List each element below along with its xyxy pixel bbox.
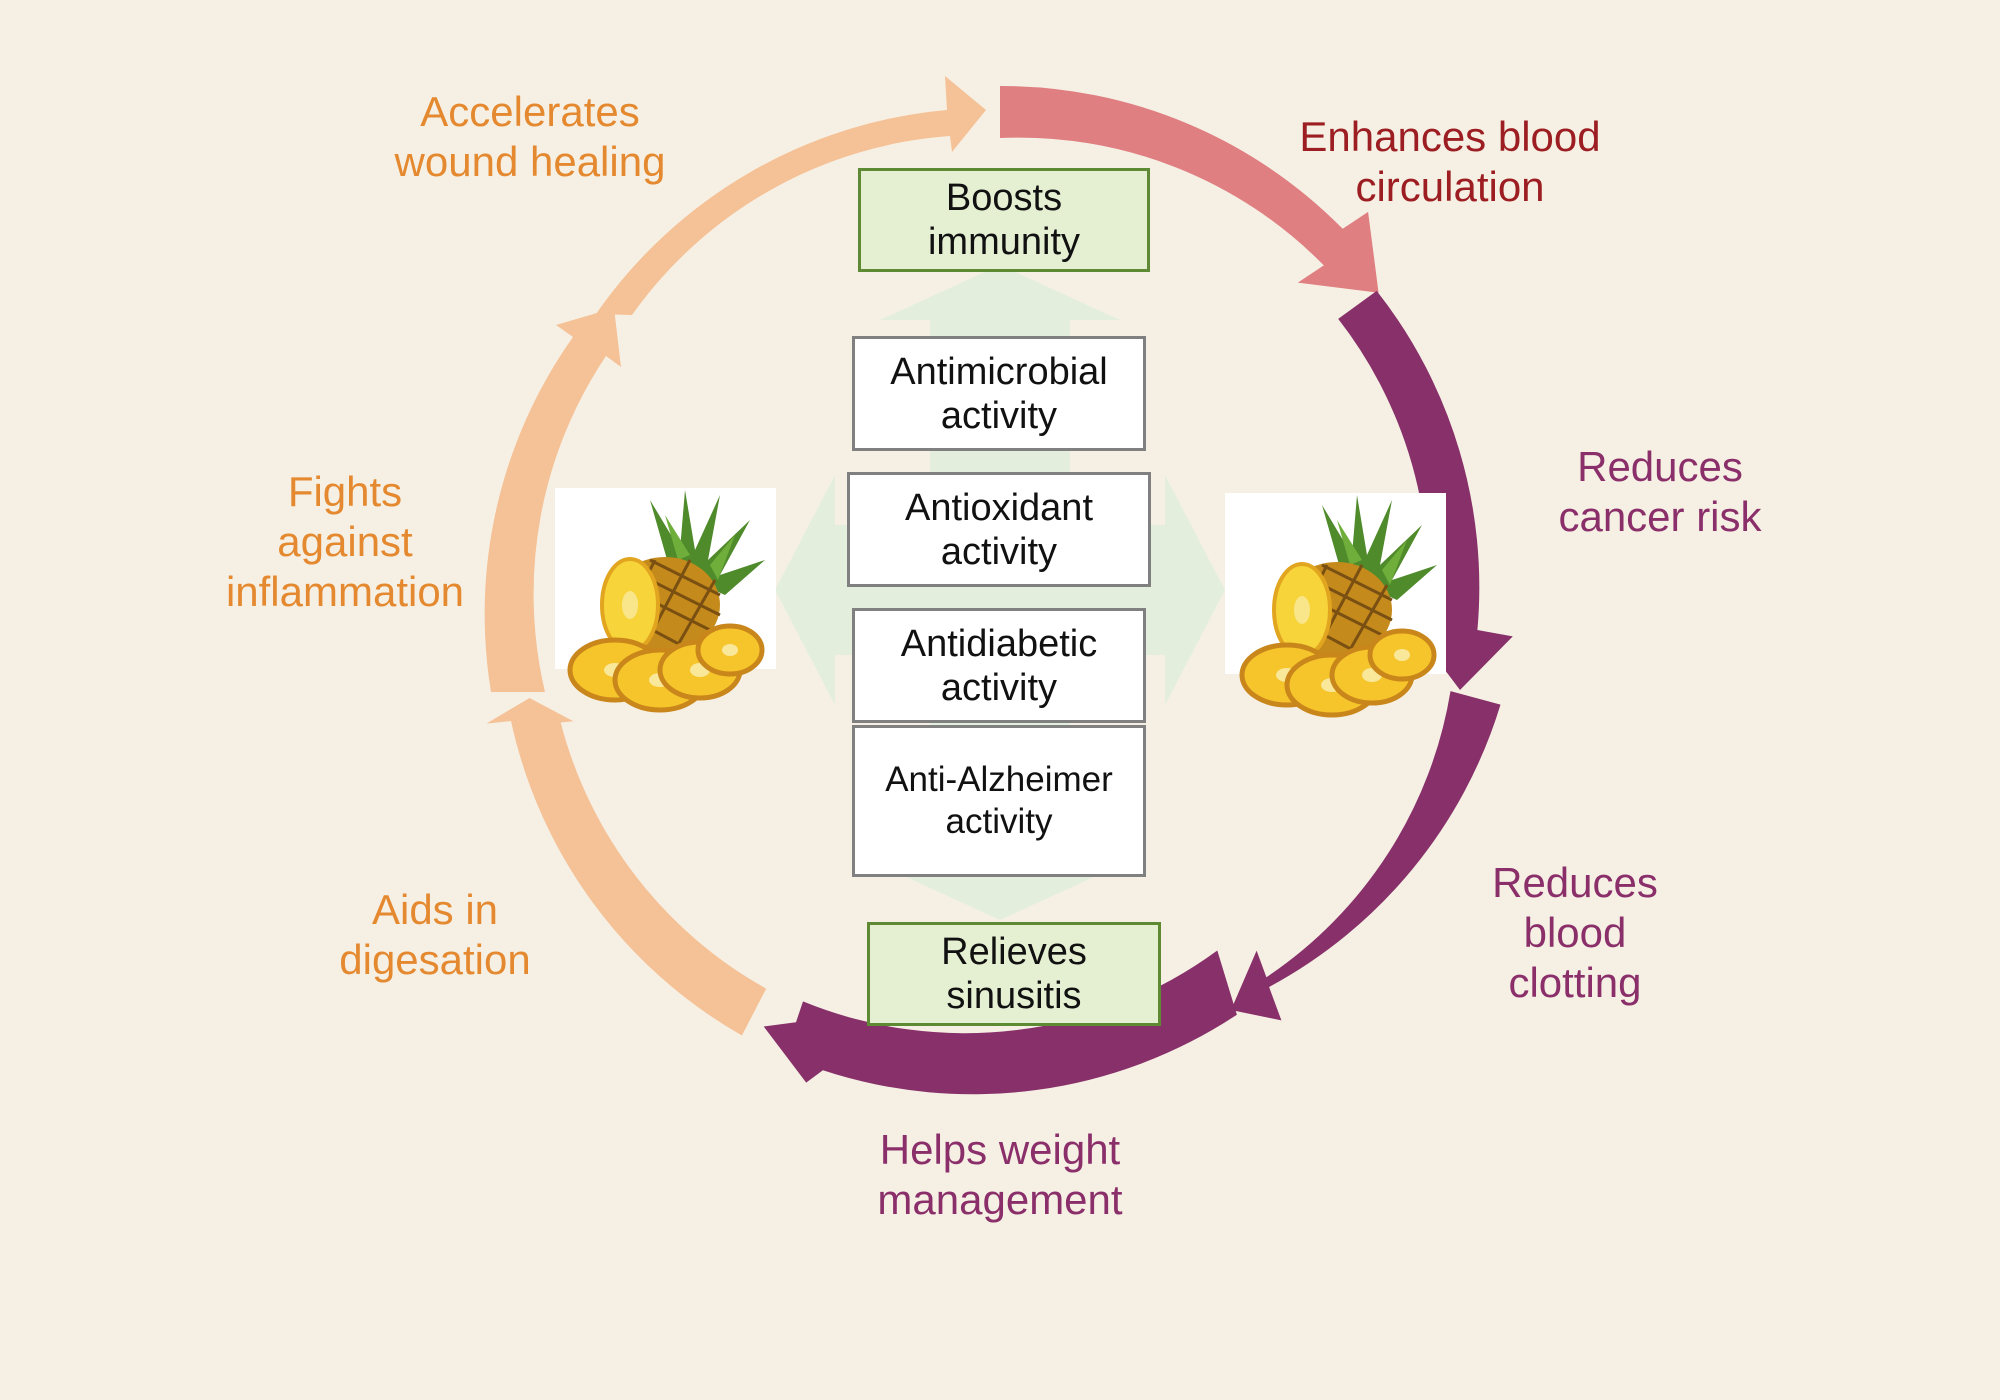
- box-antidiabetic: Antidiabetic activity: [852, 608, 1146, 723]
- label-wound-healing: Accelerates wound healing: [394, 88, 666, 185]
- box-anti-alzheimer: Anti-Alzheimer activity: [852, 725, 1146, 877]
- arc-inflammation: [484, 308, 621, 692]
- box-antioxidant: Antioxidant activity: [847, 472, 1151, 587]
- label-blood-clotting: Reduces blood clotting: [1492, 859, 1658, 1006]
- arc-blood-clotting: [1231, 691, 1501, 1021]
- box-relieves-sinusitis: Relieves sinusitis: [867, 922, 1161, 1026]
- arc-digestion: [486, 698, 767, 1036]
- box-antimicrobial: Antimicrobial activity: [852, 336, 1146, 451]
- box-boosts-immunity: Boosts immunity: [858, 168, 1150, 272]
- cycle-arcs: [484, 76, 1513, 1095]
- arc-cancer-risk: [1338, 290, 1513, 690]
- arc-blood-circulation: [1000, 85, 1379, 293]
- label-inflammation: Fights against inflammation: [225, 468, 465, 615]
- arc-wound-healing: [596, 76, 986, 315]
- label-cancer-risk: Reduces cancer risk: [1558, 443, 1762, 540]
- label-digestion: Aids in digesation: [339, 886, 531, 983]
- arc-weight-management: [763, 950, 1237, 1095]
- label-blood-circulation: Enhances blood circulation: [1299, 113, 1601, 210]
- label-weight-management: Helps weight management: [877, 1126, 1123, 1223]
